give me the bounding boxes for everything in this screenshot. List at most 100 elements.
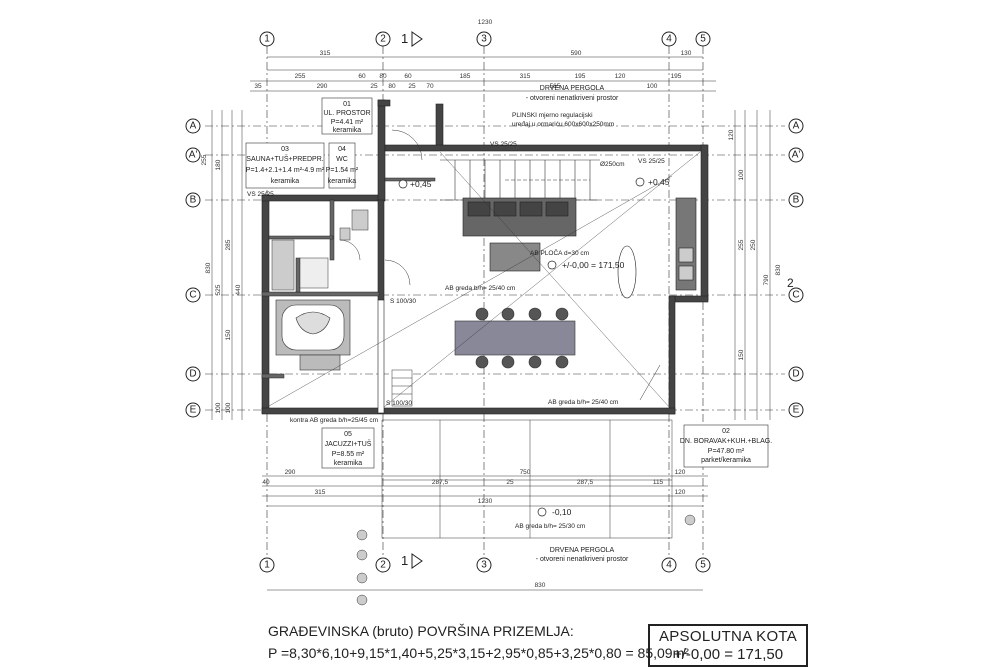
section-arrow-icon bbox=[411, 31, 423, 47]
svg-text:SAUNA+TUŠ+PREDPR.: SAUNA+TUŠ+PREDPR. bbox=[246, 154, 323, 163]
note-ab-greda-2: AB greda b/h= 25/40 cm bbox=[548, 399, 618, 406]
grid-row-c-left: C bbox=[189, 290, 196, 301]
svg-text:01: 01 bbox=[343, 101, 351, 108]
svg-text:P=1.54 m²: P=1.54 m² bbox=[326, 167, 359, 174]
dim-top-r2-5: 315 bbox=[520, 73, 531, 80]
room-label-02: 02 DN. BORAVAK+KUH.+BLAG. P=47.80 m² par… bbox=[680, 424, 772, 468]
svg-text:keramika: keramika bbox=[271, 178, 300, 185]
grid-row-c-right: C bbox=[792, 290, 799, 301]
dim-right-7: 150 bbox=[738, 349, 745, 360]
dim-bottom-r2-2: 25 bbox=[506, 479, 514, 486]
note-d250: Ø250cm bbox=[600, 161, 625, 168]
dim-top-r2-4: 185 bbox=[460, 73, 471, 80]
grid-row-a-right: A bbox=[793, 121, 800, 132]
dim-left-7: 150 bbox=[225, 329, 232, 340]
dimension-chains-left bbox=[211, 110, 243, 420]
stairs bbox=[440, 159, 600, 201]
note-vs-1: VS 25/25 bbox=[490, 141, 517, 148]
absolute-level-title: APSOLUTNA KOTA bbox=[658, 628, 798, 645]
note-ab-greda-3: AB greda b/h= 25/30 cm bbox=[515, 523, 585, 530]
kota-right: +0,45 bbox=[648, 177, 670, 187]
pergola-bottom-sub: - otvoreni nenatkriveni prostor bbox=[536, 556, 629, 563]
grid-col-1-bottom: 1 bbox=[264, 560, 270, 571]
absolute-level-box: APSOLUTNA KOTA +/-0,00 = 171,50 bbox=[648, 624, 808, 667]
dim-left-5: 440 bbox=[235, 284, 242, 295]
door-swings bbox=[339, 129, 661, 401]
dim-left-2: 285 bbox=[225, 239, 232, 250]
dim-bottom-total-a: 1230 bbox=[478, 498, 493, 505]
dim-bottom-r2-4: 115 bbox=[653, 479, 664, 486]
grid-col-5-top: 5 bbox=[700, 34, 706, 45]
dim-top-r2-8: 195 bbox=[671, 73, 682, 80]
dim-left-3: 830 bbox=[205, 262, 212, 273]
grid-col-5-bottom: 5 bbox=[700, 560, 706, 571]
dim-top-r3-2: 25 bbox=[370, 83, 378, 90]
dim-top-r3-3: 80 bbox=[388, 83, 396, 90]
room-label-05: 05 JACUZZI+TUŠ P=8.55 m² keramika bbox=[321, 427, 375, 469]
svg-text:P=1.4+2.1+1.4 m²-4.9 m²: P=1.4+2.1+1.4 m²-4.9 m² bbox=[246, 167, 325, 174]
dim-top-r2-7: 120 bbox=[615, 73, 626, 80]
grid-row-a2-left: A' bbox=[189, 150, 198, 161]
dim-bottom-r1-2: 120 bbox=[675, 469, 686, 476]
area-formula: P =8,30*6,10+9,15*1,40+5,25*3,15+2,95*0,… bbox=[268, 645, 689, 661]
pergola-top-title: DRVENA PERGOLA bbox=[540, 85, 605, 92]
interior-partitions bbox=[261, 177, 436, 379]
level-marker-bottom-icon bbox=[537, 507, 547, 517]
room-label-01: 01 UL. PROSTOR P=4.41 m² keramika bbox=[321, 97, 373, 135]
dimension-chains-top bbox=[250, 56, 716, 92]
grid-row-e-right: E bbox=[793, 405, 800, 416]
dim-bottom-r2-0: 40 bbox=[262, 479, 270, 486]
dim-top-r2-2: 80 bbox=[379, 73, 387, 80]
svg-text:P=8.55 m²: P=8.55 m² bbox=[332, 451, 365, 458]
dim-total-top: 1230 bbox=[478, 19, 493, 26]
svg-text:parket/keramika: parket/keramika bbox=[701, 457, 751, 464]
grid-col-2-top: 2 bbox=[380, 34, 386, 45]
note-kontra: kontra AB greda b/h=25/45 cm bbox=[290, 417, 378, 424]
kota-left: +0,45 bbox=[410, 179, 432, 189]
jacuzzi bbox=[275, 299, 351, 371]
grid-col-4-top: 4 bbox=[666, 34, 672, 45]
kota-bottom: -0,10 bbox=[552, 507, 572, 517]
dim-top-r2-6: 195 bbox=[575, 73, 586, 80]
pergola-top-sub: - otvoreni nenatkriveni prostor bbox=[526, 95, 619, 102]
note-ab-greda-1: AB greda b/h= 25/40 cm bbox=[445, 285, 515, 292]
grid-bubbles-right: A A' B C D E 2 bbox=[787, 118, 804, 418]
level-marker-right-icon bbox=[635, 177, 645, 187]
dim-right-1: 100 bbox=[738, 169, 745, 180]
section-marker-bottom: 1 bbox=[401, 553, 408, 568]
svg-text:04: 04 bbox=[338, 146, 346, 153]
dining-table bbox=[454, 307, 576, 369]
svg-text:DN. BORAVAK+KUH.+BLAG.: DN. BORAVAK+KUH.+BLAG. bbox=[680, 438, 772, 445]
grid-row-d-left: D bbox=[189, 369, 196, 380]
dim-right-5: 790 bbox=[763, 274, 770, 285]
dim-top-r1-0: 315 bbox=[320, 50, 331, 57]
section-marker-top: 1 bbox=[401, 31, 408, 46]
pergola-bottom bbox=[356, 419, 696, 606]
dimension-chains-right bbox=[734, 110, 771, 420]
note-sv-2: S 100/30 bbox=[386, 400, 412, 407]
grid-bubbles-left: A A' B C D E bbox=[185, 118, 201, 418]
dim-bottom-total-b: 830 bbox=[535, 582, 546, 589]
dim-top-r1-3: 130 bbox=[681, 50, 692, 57]
svg-text:UL. PROSTOR: UL. PROSTOR bbox=[323, 110, 370, 117]
svg-text:03: 03 bbox=[281, 146, 289, 153]
exterior-walls bbox=[261, 99, 709, 415]
dim-top-r3-1: 290 bbox=[317, 83, 328, 90]
dim-top-r3-9: 100 bbox=[647, 83, 658, 90]
grid-bubbles-top: 1 2 3 4 5 1 bbox=[259, 31, 711, 47]
area-title: GRAĐEVINSKA (bruto) POVRŠINA PRIZEMLJA: bbox=[268, 623, 574, 639]
dim-top-r2-1: 60 bbox=[358, 73, 366, 80]
svg-text:WC: WC bbox=[336, 156, 348, 163]
dim-right-4: 830 bbox=[775, 264, 782, 275]
dim-left-4: 525 bbox=[215, 284, 222, 295]
grid-col-3-top: 3 bbox=[481, 34, 487, 45]
dim-bottom-r1-0: 290 bbox=[285, 469, 296, 476]
section-marker-right: 2 bbox=[787, 276, 794, 290]
dim-top-r3-0: 35 bbox=[254, 83, 262, 90]
dim-right-3: 250 bbox=[750, 239, 757, 250]
grid-row-e-left: E bbox=[190, 405, 197, 416]
dim-right-0: 120 bbox=[728, 129, 735, 140]
dim-bottom-r3-1: 120 bbox=[675, 489, 686, 496]
dim-left-8: 100 bbox=[215, 402, 222, 413]
